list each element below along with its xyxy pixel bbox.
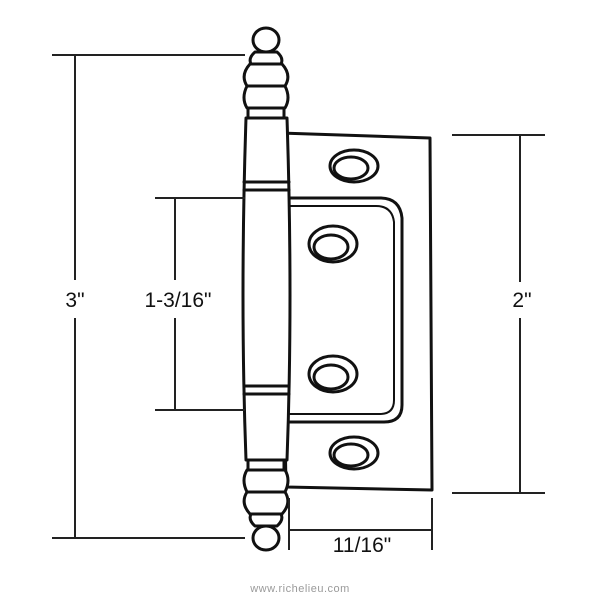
dimension-leaf-width: [288, 498, 433, 550]
screw-hole-bottom: [328, 435, 380, 471]
label-leaf-height: 2": [512, 289, 531, 312]
label-hole-spacing: 1-3/16": [145, 289, 212, 312]
hinge-barrel: [241, 26, 292, 552]
screw-hole-upper: [307, 224, 359, 264]
label-overall-height: 3": [65, 289, 84, 312]
watermark-text: www.richelieu.com: [249, 583, 350, 595]
screw-hole-top: [328, 148, 380, 184]
screw-hole-lower: [307, 354, 359, 394]
dimension-leaf-height: [452, 134, 545, 494]
label-leaf-width: 11/16": [333, 534, 391, 557]
dimension-overall-height: [52, 54, 245, 539]
dimension-hole-spacing: [155, 197, 245, 411]
